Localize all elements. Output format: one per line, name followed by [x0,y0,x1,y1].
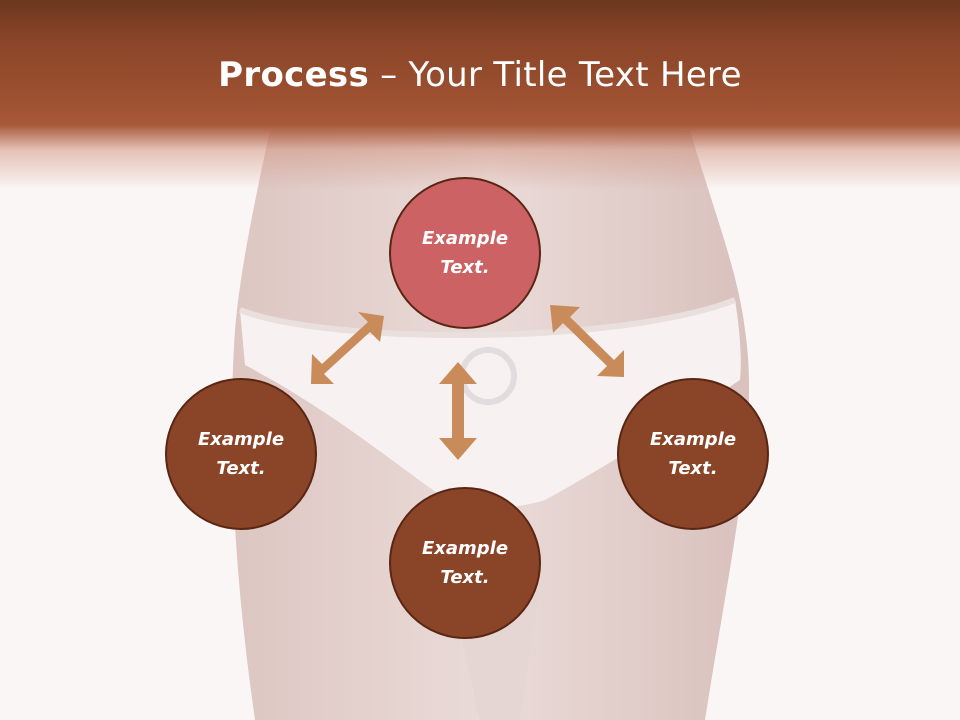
node-right: Example Text. [617,378,769,530]
node-top: Example Text. [389,177,541,329]
page-title: Process – Your Title Text Here [0,52,960,98]
node-bottom-label: Example Text. [421,538,509,588]
title-band [0,0,960,190]
title-bold: Process [218,55,370,95]
node-left-label: Example Text. [197,429,285,479]
node-left: Example Text. [165,378,317,530]
node-bottom: Example Text. [389,487,541,639]
node-top-label: Example Text. [421,228,509,278]
title-rest: – Your Title Text Here [369,55,742,95]
node-right-label: Example Text. [649,429,737,479]
